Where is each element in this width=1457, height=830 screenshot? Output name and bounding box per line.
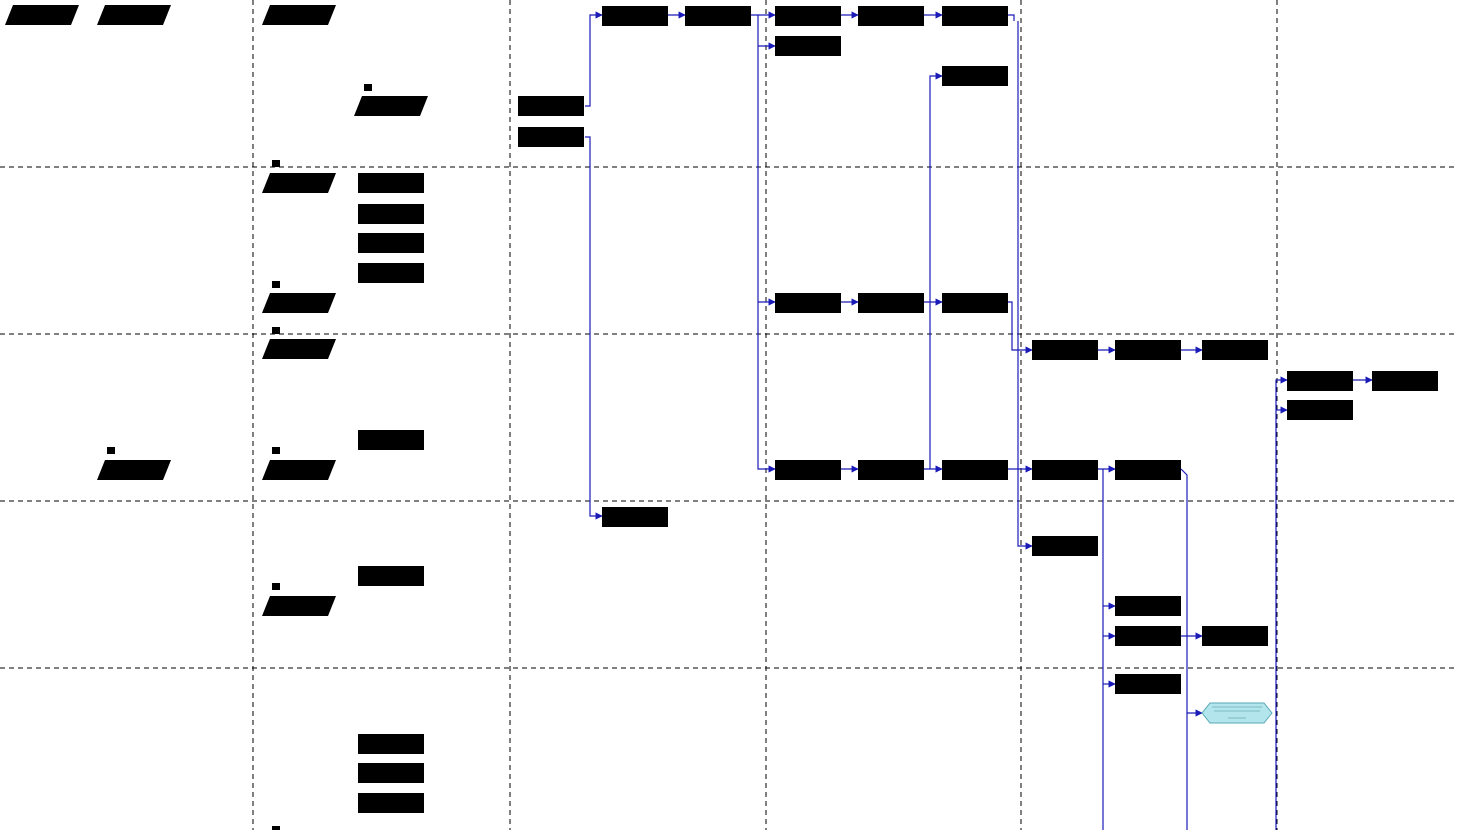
task-box[interactable]	[358, 566, 424, 586]
task-box[interactable]	[358, 763, 424, 783]
task-box[interactable]	[1115, 626, 1181, 646]
collapse-toggle-icon[interactable]	[107, 447, 115, 454]
task-box[interactable]	[1115, 460, 1181, 480]
task-box[interactable]	[858, 6, 924, 26]
task-box[interactable]	[358, 204, 424, 224]
task-box[interactable]	[942, 66, 1008, 86]
task-box[interactable]	[1115, 340, 1181, 360]
data-object[interactable]	[262, 460, 336, 480]
task-box[interactable]	[358, 734, 424, 754]
data-object[interactable]	[97, 460, 171, 480]
task-box[interactable]	[358, 173, 424, 193]
task-box[interactable]	[858, 293, 924, 313]
task-box[interactable]	[358, 793, 424, 813]
data-object[interactable]	[262, 596, 336, 616]
task-box[interactable]	[685, 6, 751, 26]
task-box[interactable]	[1032, 340, 1098, 360]
task-box[interactable]	[518, 96, 584, 116]
data-object[interactable]	[354, 96, 428, 116]
data-object[interactable]	[5, 5, 79, 25]
data-object-crossed[interactable]	[262, 173, 336, 193]
task-box[interactable]	[858, 460, 924, 480]
task-box[interactable]	[942, 6, 1008, 26]
task-box[interactable]	[1372, 371, 1438, 391]
column-separators	[252, 0, 1278, 830]
collapse-toggle-icon[interactable]	[272, 160, 280, 167]
task-box[interactable]	[1287, 371, 1353, 391]
data-objects-blue	[262, 173, 336, 313]
task-box[interactable]	[775, 460, 841, 480]
data-object-crossed[interactable]	[262, 293, 336, 313]
task-box[interactable]	[1202, 340, 1268, 360]
collapse-toggle-icon[interactable]	[364, 84, 372, 91]
task-box[interactable]	[602, 507, 668, 527]
task-box[interactable]	[775, 6, 841, 26]
data-object[interactable]	[262, 339, 336, 359]
end-event[interactable]	[1201, 702, 1273, 724]
data-object[interactable]	[97, 5, 171, 25]
task-box[interactable]	[775, 293, 841, 313]
collapse-toggle-icon[interactable]	[272, 826, 280, 830]
task-box[interactable]	[602, 6, 668, 26]
data-objects-pink	[5, 5, 428, 616]
connectors	[585, 11, 1373, 830]
collapse-toggle-icon[interactable]	[272, 583, 280, 590]
collapse-toggle-icon[interactable]	[272, 327, 280, 334]
collapse-toggle-icon[interactable]	[272, 281, 280, 288]
task-box[interactable]	[358, 263, 424, 283]
task-box[interactable]	[1115, 596, 1181, 616]
task-box[interactable]	[775, 36, 841, 56]
collapse-toggle-icon[interactable]	[272, 447, 280, 454]
task-box[interactable]	[1032, 460, 1098, 480]
task-box[interactable]	[1115, 674, 1181, 694]
task-box[interactable]	[358, 233, 424, 253]
task-box[interactable]	[942, 460, 1008, 480]
lane-separators	[0, 166, 1457, 669]
task-box[interactable]	[1202, 626, 1268, 646]
task-box[interactable]	[1032, 536, 1098, 556]
task-box[interactable]	[358, 430, 424, 450]
data-object[interactable]	[262, 5, 336, 25]
collapse-toggles	[107, 84, 372, 830]
task-box[interactable]	[518, 127, 584, 147]
task-box[interactable]	[942, 293, 1008, 313]
task-box[interactable]	[1287, 400, 1353, 420]
